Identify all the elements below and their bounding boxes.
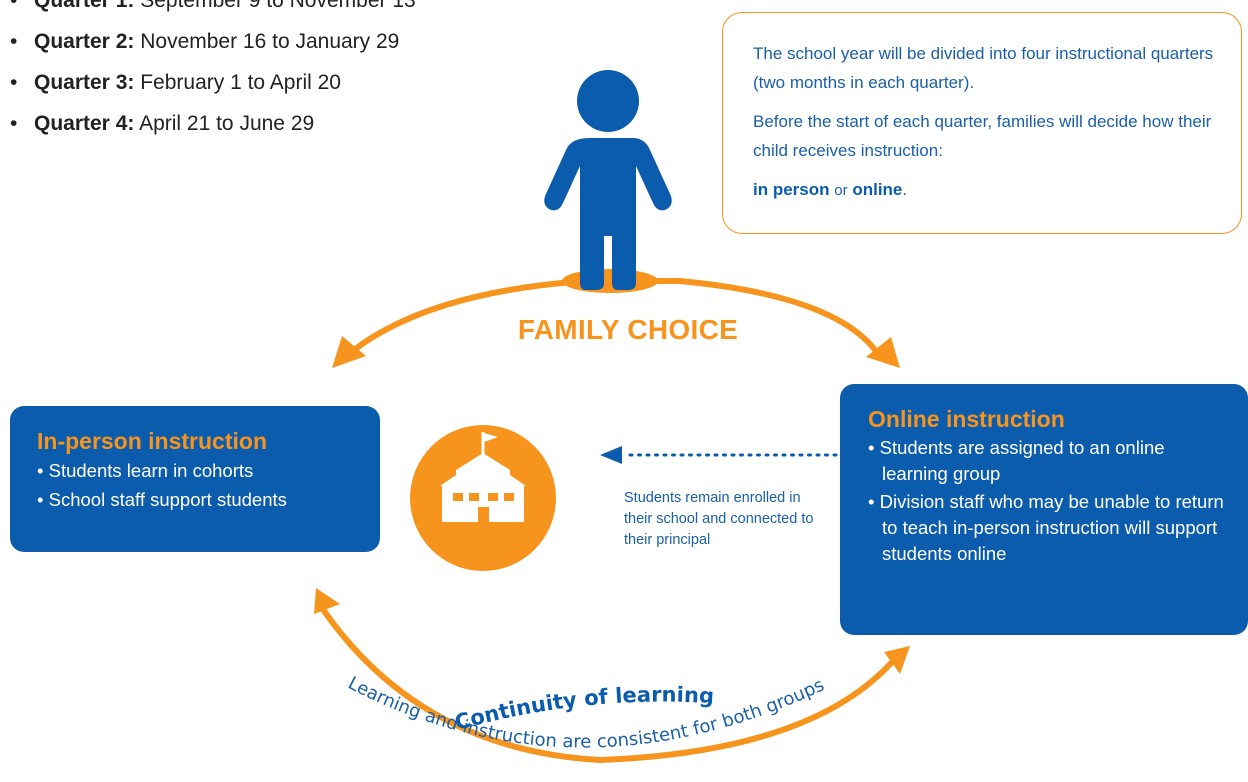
online-title: Online instruction	[868, 406, 1065, 432]
quarter-item-4: • Quarter 4: April 21 to June 29	[10, 103, 416, 144]
quarter-label: Quarter 3:	[34, 71, 135, 94]
list-item: • Students are assigned to an online lea…	[868, 437, 1165, 484]
online-box: Online instruction • Students are assign…	[840, 384, 1248, 635]
arrow-up-left-icon	[314, 588, 340, 614]
info-line-1: The school year will be divided into fou…	[753, 44, 1214, 92]
bullet-icon: •	[10, 0, 18, 12]
enrollment-note: Students remain enrolled in their school…	[624, 490, 814, 548]
list-item: • Division staff who may be unable to re…	[868, 491, 1224, 564]
arrow-left-icon	[332, 336, 366, 368]
arrow-up-right-icon	[884, 646, 910, 674]
info-line-2: Before the start of each quarter, famili…	[753, 112, 1212, 160]
quarter-dates: April 21 to June 29	[139, 112, 315, 135]
quarter-dates: September 9 to November 13	[140, 0, 416, 12]
bullet-icon: •	[10, 71, 18, 94]
family-choice-label: FAMILY CHOICE	[517, 314, 739, 345]
quarter-list: • Quarter 1: September 9 to November 13 •…	[10, 0, 416, 144]
option-in-person: in person	[753, 180, 830, 199]
quarter-item-3: • Quarter 3: February 1 to April 20	[10, 62, 416, 103]
arrow-right-icon	[866, 337, 900, 368]
quarter-dates: February 1 to April 20	[140, 71, 341, 94]
option-online: online	[852, 180, 903, 199]
or-word: or	[834, 182, 848, 199]
list-item: • Students learn in cohorts	[37, 460, 254, 481]
arrow-left-icon	[600, 446, 622, 464]
in-person-box: In-person instruction • Students learn i…	[10, 406, 380, 552]
bullet-icon: •	[10, 30, 18, 53]
school-building-icon	[410, 425, 556, 571]
quarter-item-2: • Quarter 2: November 16 to January 29	[10, 21, 416, 62]
person-icon	[544, 70, 672, 290]
info-choice: in person or online.	[753, 175, 1241, 205]
continuity-arc	[314, 588, 910, 764]
in-person-title: In-person instruction	[37, 428, 267, 454]
bullet-icon: •	[10, 112, 18, 135]
end-punct: .	[902, 180, 908, 199]
quarter-label: Quarter 1:	[34, 0, 135, 12]
quarter-item-1: • Quarter 1: September 9 to November 13	[10, 0, 416, 21]
in-person-bullets: • Students learn in cohorts • School sta…	[37, 458, 380, 513]
info-box: The school year will be divided into fou…	[722, 12, 1242, 234]
quarter-label: Quarter 2:	[34, 30, 135, 53]
list-item: • School staff support students	[37, 489, 287, 510]
online-bullets: • Students are assigned to an online lea…	[868, 435, 1228, 567]
quarter-label: Quarter 4:	[34, 112, 135, 135]
quarter-dates: November 16 to January 29	[140, 30, 400, 53]
dotted-connector	[600, 446, 838, 464]
person-platform	[562, 269, 658, 293]
